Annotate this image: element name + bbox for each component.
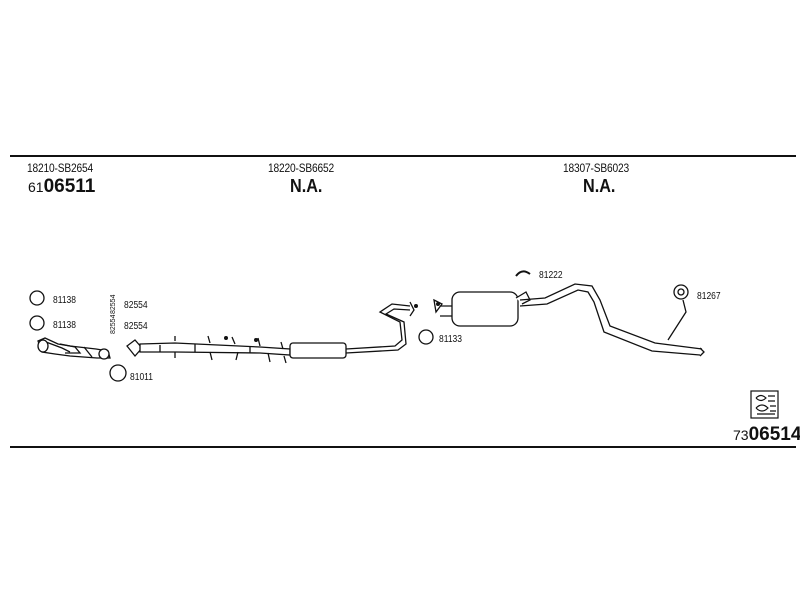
hanger-81222 <box>515 270 531 277</box>
ref-81133: 81133 <box>439 334 463 345</box>
part-number-middle: 18220-SB6652 <box>268 161 335 175</box>
front-pipe-part <box>37 337 111 360</box>
ref-81222: 81222 <box>539 270 563 281</box>
gasket-ring-81138-b <box>29 315 45 331</box>
bottom-divider <box>10 446 796 448</box>
rear-status: N.A. <box>583 176 616 196</box>
diagram-number-prefix: 73 <box>733 427 749 443</box>
diagram-number-main: 06514 <box>748 424 800 445</box>
ref-81011: 81011 <box>130 372 154 383</box>
front-pipe-code: 6106511 <box>28 177 95 196</box>
hanger-81267 <box>667 284 689 341</box>
part-number-front: 18210-SB2654 <box>27 161 94 175</box>
gasket-ring-81011 <box>109 364 127 382</box>
center-pipe-part <box>139 301 415 364</box>
middle-status: N.A. <box>290 176 323 196</box>
gasket-ring-81133 <box>418 329 434 345</box>
front-pipe-code-prefix: 61 <box>28 179 44 195</box>
ref-81267: 81267 <box>697 291 721 302</box>
part-number-rear: 18307-SB6023 <box>563 161 630 175</box>
gasket-ring-81138-a <box>29 290 45 306</box>
ref-82554-b: 82554 <box>124 321 148 332</box>
top-divider <box>10 155 796 157</box>
ref-82554-a: 82554 <box>124 300 148 311</box>
rear-muffler-part <box>433 283 705 357</box>
front-pipe-code-main: 06511 <box>43 176 96 197</box>
ref-81138-a: 81138 <box>53 295 77 306</box>
diagram-number: 7306514 <box>733 425 800 444</box>
ref-81138-b: 81138 <box>53 320 77 331</box>
